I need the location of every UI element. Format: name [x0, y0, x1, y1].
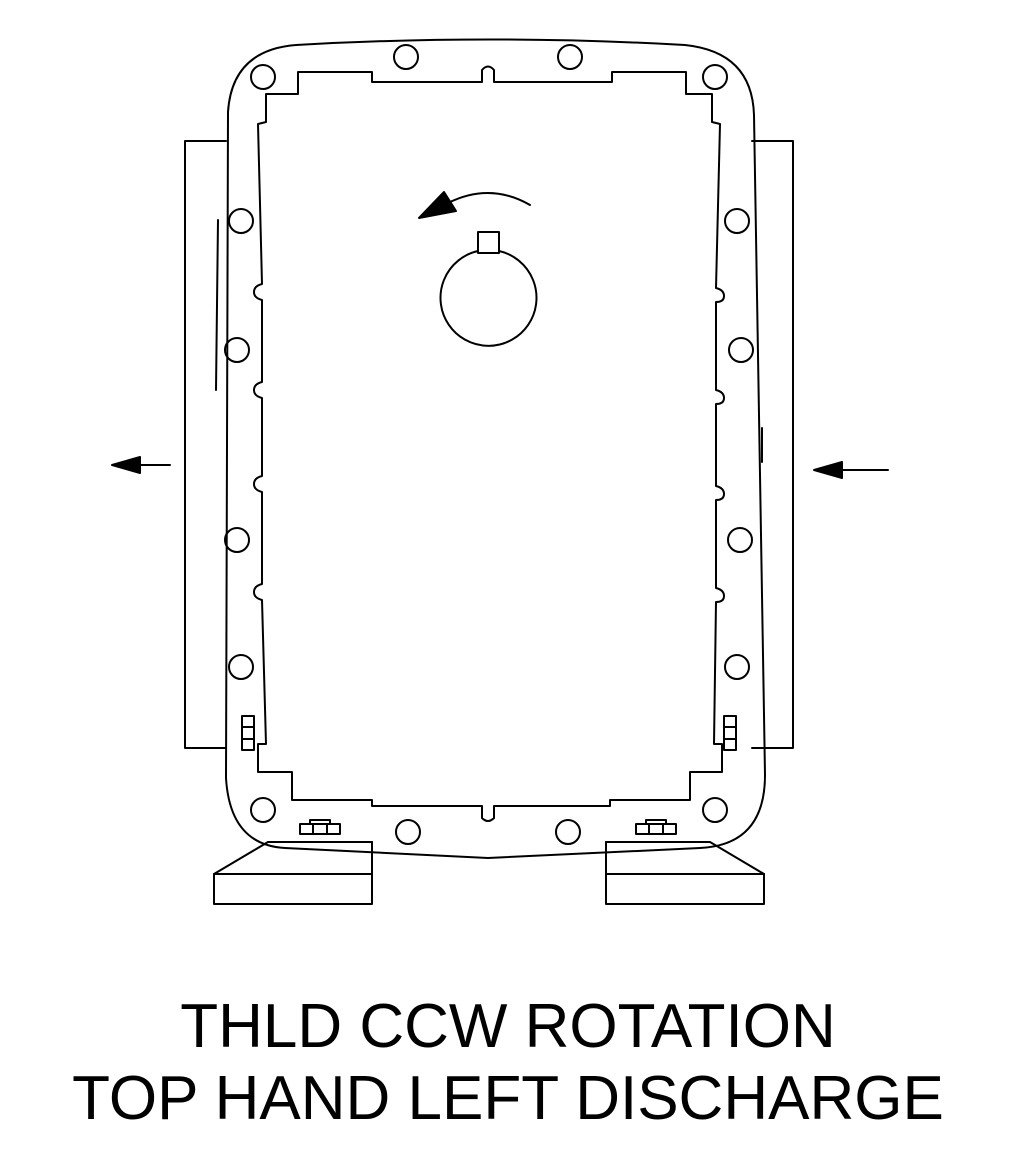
bolt-hole [225, 338, 249, 362]
discharge-arrow-icon [112, 457, 170, 473]
bolt-hole [225, 528, 249, 552]
bolt-hole [725, 655, 749, 679]
right-side-plate [752, 141, 793, 748]
bolt-hole [728, 528, 752, 552]
bolt-hole [229, 655, 253, 679]
right-side-nut [724, 716, 736, 750]
bolt-hole [394, 45, 418, 69]
inner-cover [254, 67, 724, 822]
left-foot [214, 842, 372, 904]
bolt-hole [725, 209, 749, 233]
bolt-hole [558, 45, 582, 69]
pump-drawing [0, 0, 1016, 960]
bolt-hole [396, 820, 420, 844]
bottom-right-nut [636, 820, 676, 834]
ccw-arrow-icon [419, 192, 530, 218]
right-foot [606, 842, 764, 904]
bolt-holes [225, 45, 753, 844]
bolt-hole [703, 798, 727, 822]
bolt-hole [556, 820, 580, 844]
bolt-hole [251, 798, 275, 822]
bottom-left-nut [300, 820, 340, 834]
inlet-arrow-icon [814, 462, 888, 478]
left-side-nut [242, 716, 254, 750]
bolt-hole [703, 65, 727, 89]
bolt-hole [729, 338, 753, 362]
left-side-plate [185, 141, 226, 748]
outer-casing [226, 40, 765, 859]
casing-detail-left [216, 220, 218, 390]
drive-shaft [440, 232, 536, 346]
caption-discharge: TOP HAND LEFT DISCHARGE [72, 1064, 944, 1133]
caption-rotation: THLD CCW ROTATION [180, 992, 836, 1061]
shaft-key [478, 232, 499, 253]
bolt-hole [229, 209, 253, 233]
bolt-hole [251, 65, 275, 89]
